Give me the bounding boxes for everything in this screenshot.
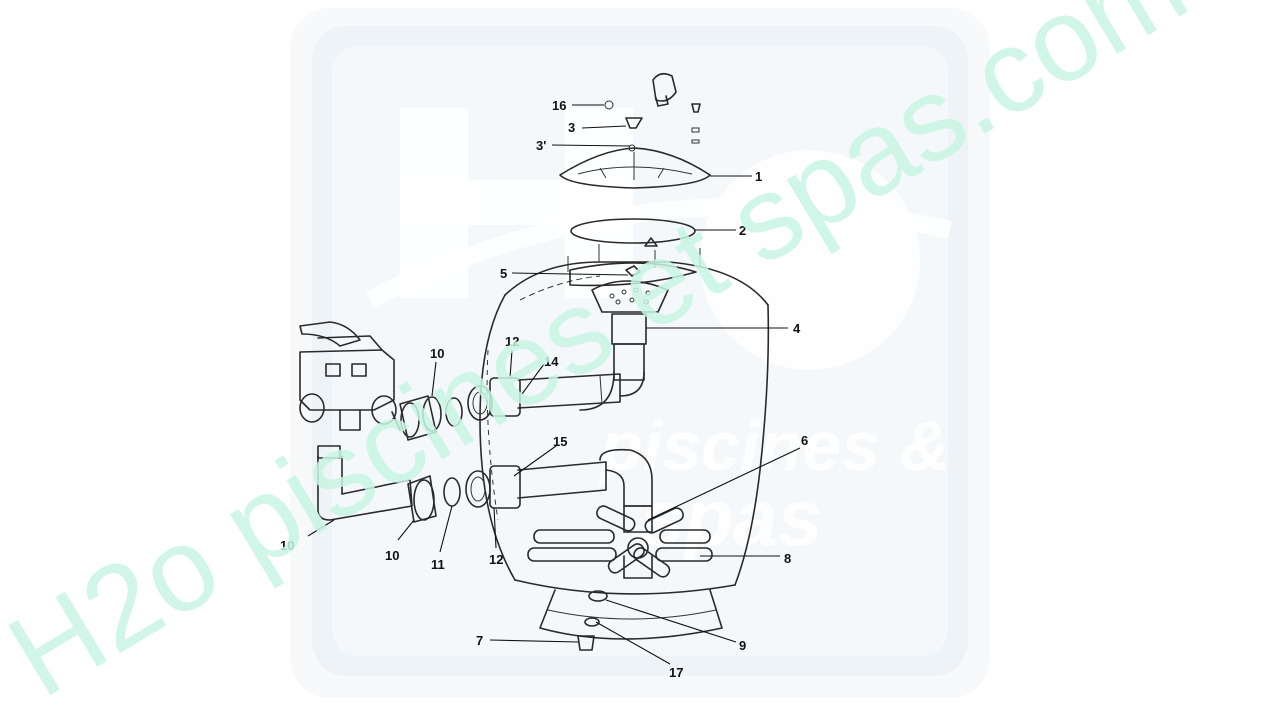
callout-17: 17 bbox=[669, 665, 683, 680]
diffuser bbox=[591, 265, 669, 313]
callout-3-prime: 3' bbox=[536, 138, 546, 153]
callout-12-top: 12 bbox=[505, 334, 519, 349]
callout-1: 1 bbox=[755, 169, 762, 184]
lower-pipe bbox=[465, 448, 653, 533]
callout-14: 14 bbox=[544, 354, 559, 369]
o-ring bbox=[570, 218, 696, 244]
callout-4: 4 bbox=[793, 321, 801, 336]
leader-lines bbox=[307, 104, 801, 665]
callout-7: 7 bbox=[476, 633, 483, 648]
callout-8: 8 bbox=[784, 551, 791, 566]
callout-10-left: 10 bbox=[280, 538, 294, 553]
logo-word-piscines: piscines & bbox=[598, 407, 950, 485]
callout-2: 2 bbox=[739, 223, 746, 238]
callout-10-top: 10 bbox=[430, 346, 444, 361]
logo-word-spas: spas bbox=[640, 473, 822, 562]
callout-16: 16 bbox=[552, 98, 566, 113]
callout-9: 9 bbox=[739, 638, 746, 653]
multiport-valve bbox=[299, 321, 401, 431]
callout-3: 3 bbox=[568, 120, 575, 135]
central-pipe bbox=[579, 313, 647, 411]
drain-parts bbox=[577, 590, 608, 651]
top-fittings bbox=[604, 72, 701, 152]
laterals bbox=[527, 505, 713, 579]
bolts bbox=[567, 237, 701, 272]
elbow-pipe bbox=[317, 445, 413, 521]
lid bbox=[559, 147, 711, 189]
callout-11: 11 bbox=[431, 557, 445, 572]
upper-pipe bbox=[467, 373, 621, 421]
filter-drawing bbox=[299, 72, 801, 665]
callout-10-bottom: 10 bbox=[385, 548, 399, 563]
callout-labels: 16 3 3' 1 2 5 4 10 12 14 6 15 8 10 10 11… bbox=[280, 98, 808, 680]
callout-5: 5 bbox=[500, 266, 507, 281]
callout-12-bottom: 12 bbox=[489, 552, 503, 567]
callout-6: 6 bbox=[801, 433, 808, 448]
unions bbox=[399, 395, 442, 523]
callout-15: 15 bbox=[553, 434, 567, 449]
